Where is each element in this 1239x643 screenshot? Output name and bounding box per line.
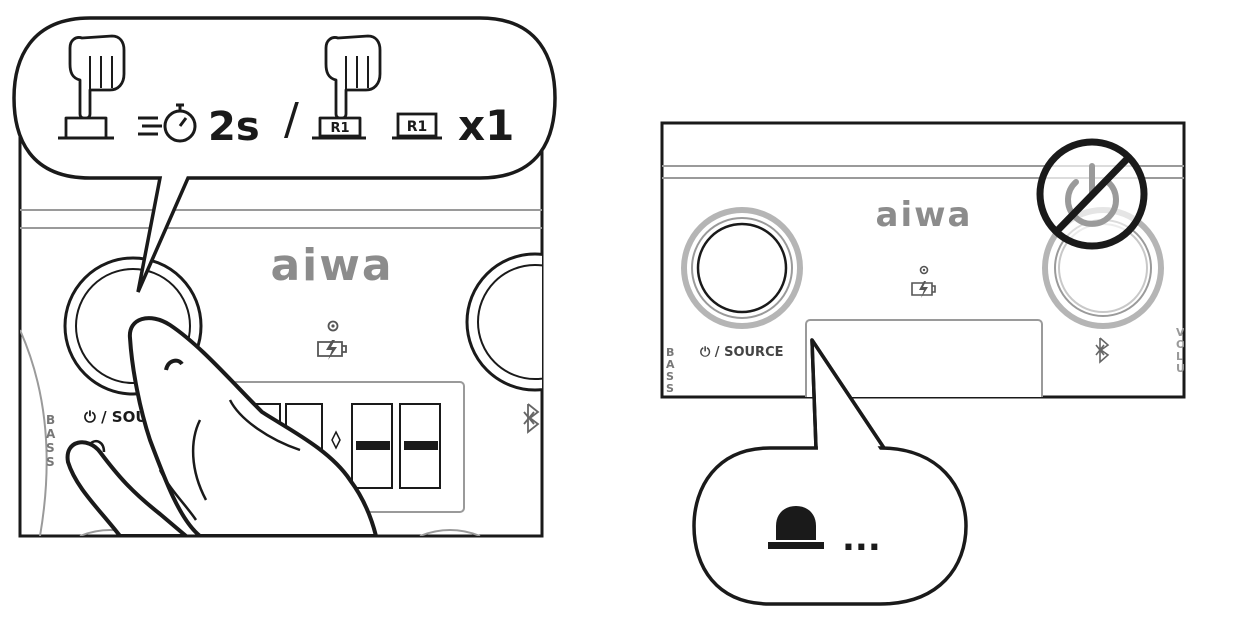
- remote-key-label-2: R1: [407, 119, 428, 135]
- left-device-panel: aiwa: [12, 16, 603, 538]
- charging-icon-right: [911, 265, 936, 298]
- hold-time: 2s: [208, 104, 260, 150]
- svg-text:A: A: [46, 427, 56, 441]
- remote-r1-icon: R1: [392, 112, 442, 140]
- display-window: [805, 319, 1043, 397]
- hand-press-icon: [58, 34, 126, 140]
- source-knob-right[interactable]: [681, 207, 803, 329]
- svg-text:L: L: [1176, 350, 1183, 363]
- ellipsis: ...: [842, 519, 881, 559]
- brand-logo: aiwa: [270, 240, 393, 291]
- right-callout-bubble: ...: [692, 338, 968, 606]
- svg-text:O: O: [1176, 338, 1185, 351]
- left-callout-bubble: 2s / R1 R1 x1: [12, 16, 557, 293]
- svg-text:S: S: [666, 382, 674, 395]
- power-icon: [1065, 163, 1119, 227]
- svg-text:S: S: [46, 441, 55, 455]
- svg-text:S: S: [46, 455, 55, 469]
- warning-light-icon: [768, 506, 824, 549]
- bluetooth-icon-right: [1095, 337, 1110, 364]
- hand-press-remote-icon: R1: [312, 34, 382, 140]
- svg-text:B: B: [666, 346, 674, 359]
- svg-text:U: U: [1176, 362, 1185, 375]
- svg-text:V: V: [1176, 326, 1185, 339]
- source-label-right: ⏻ / SOURCE: [700, 345, 783, 360]
- bluetooth-icon: [523, 403, 540, 434]
- press-count: x1: [458, 101, 514, 150]
- charging-icon: [317, 320, 347, 360]
- prohibited-icon: [1036, 138, 1148, 250]
- brand-logo-right: aiwa: [876, 195, 973, 235]
- separator: /: [284, 94, 299, 145]
- svg-text:A: A: [666, 358, 675, 371]
- svg-text:S: S: [666, 370, 674, 383]
- pressing-hand: [65, 316, 378, 536]
- bluetooth-knob[interactable]: [465, 252, 603, 392]
- timer-icon: [138, 103, 197, 143]
- svg-text:B: B: [46, 413, 55, 427]
- remote-key-label: R1: [330, 121, 349, 136]
